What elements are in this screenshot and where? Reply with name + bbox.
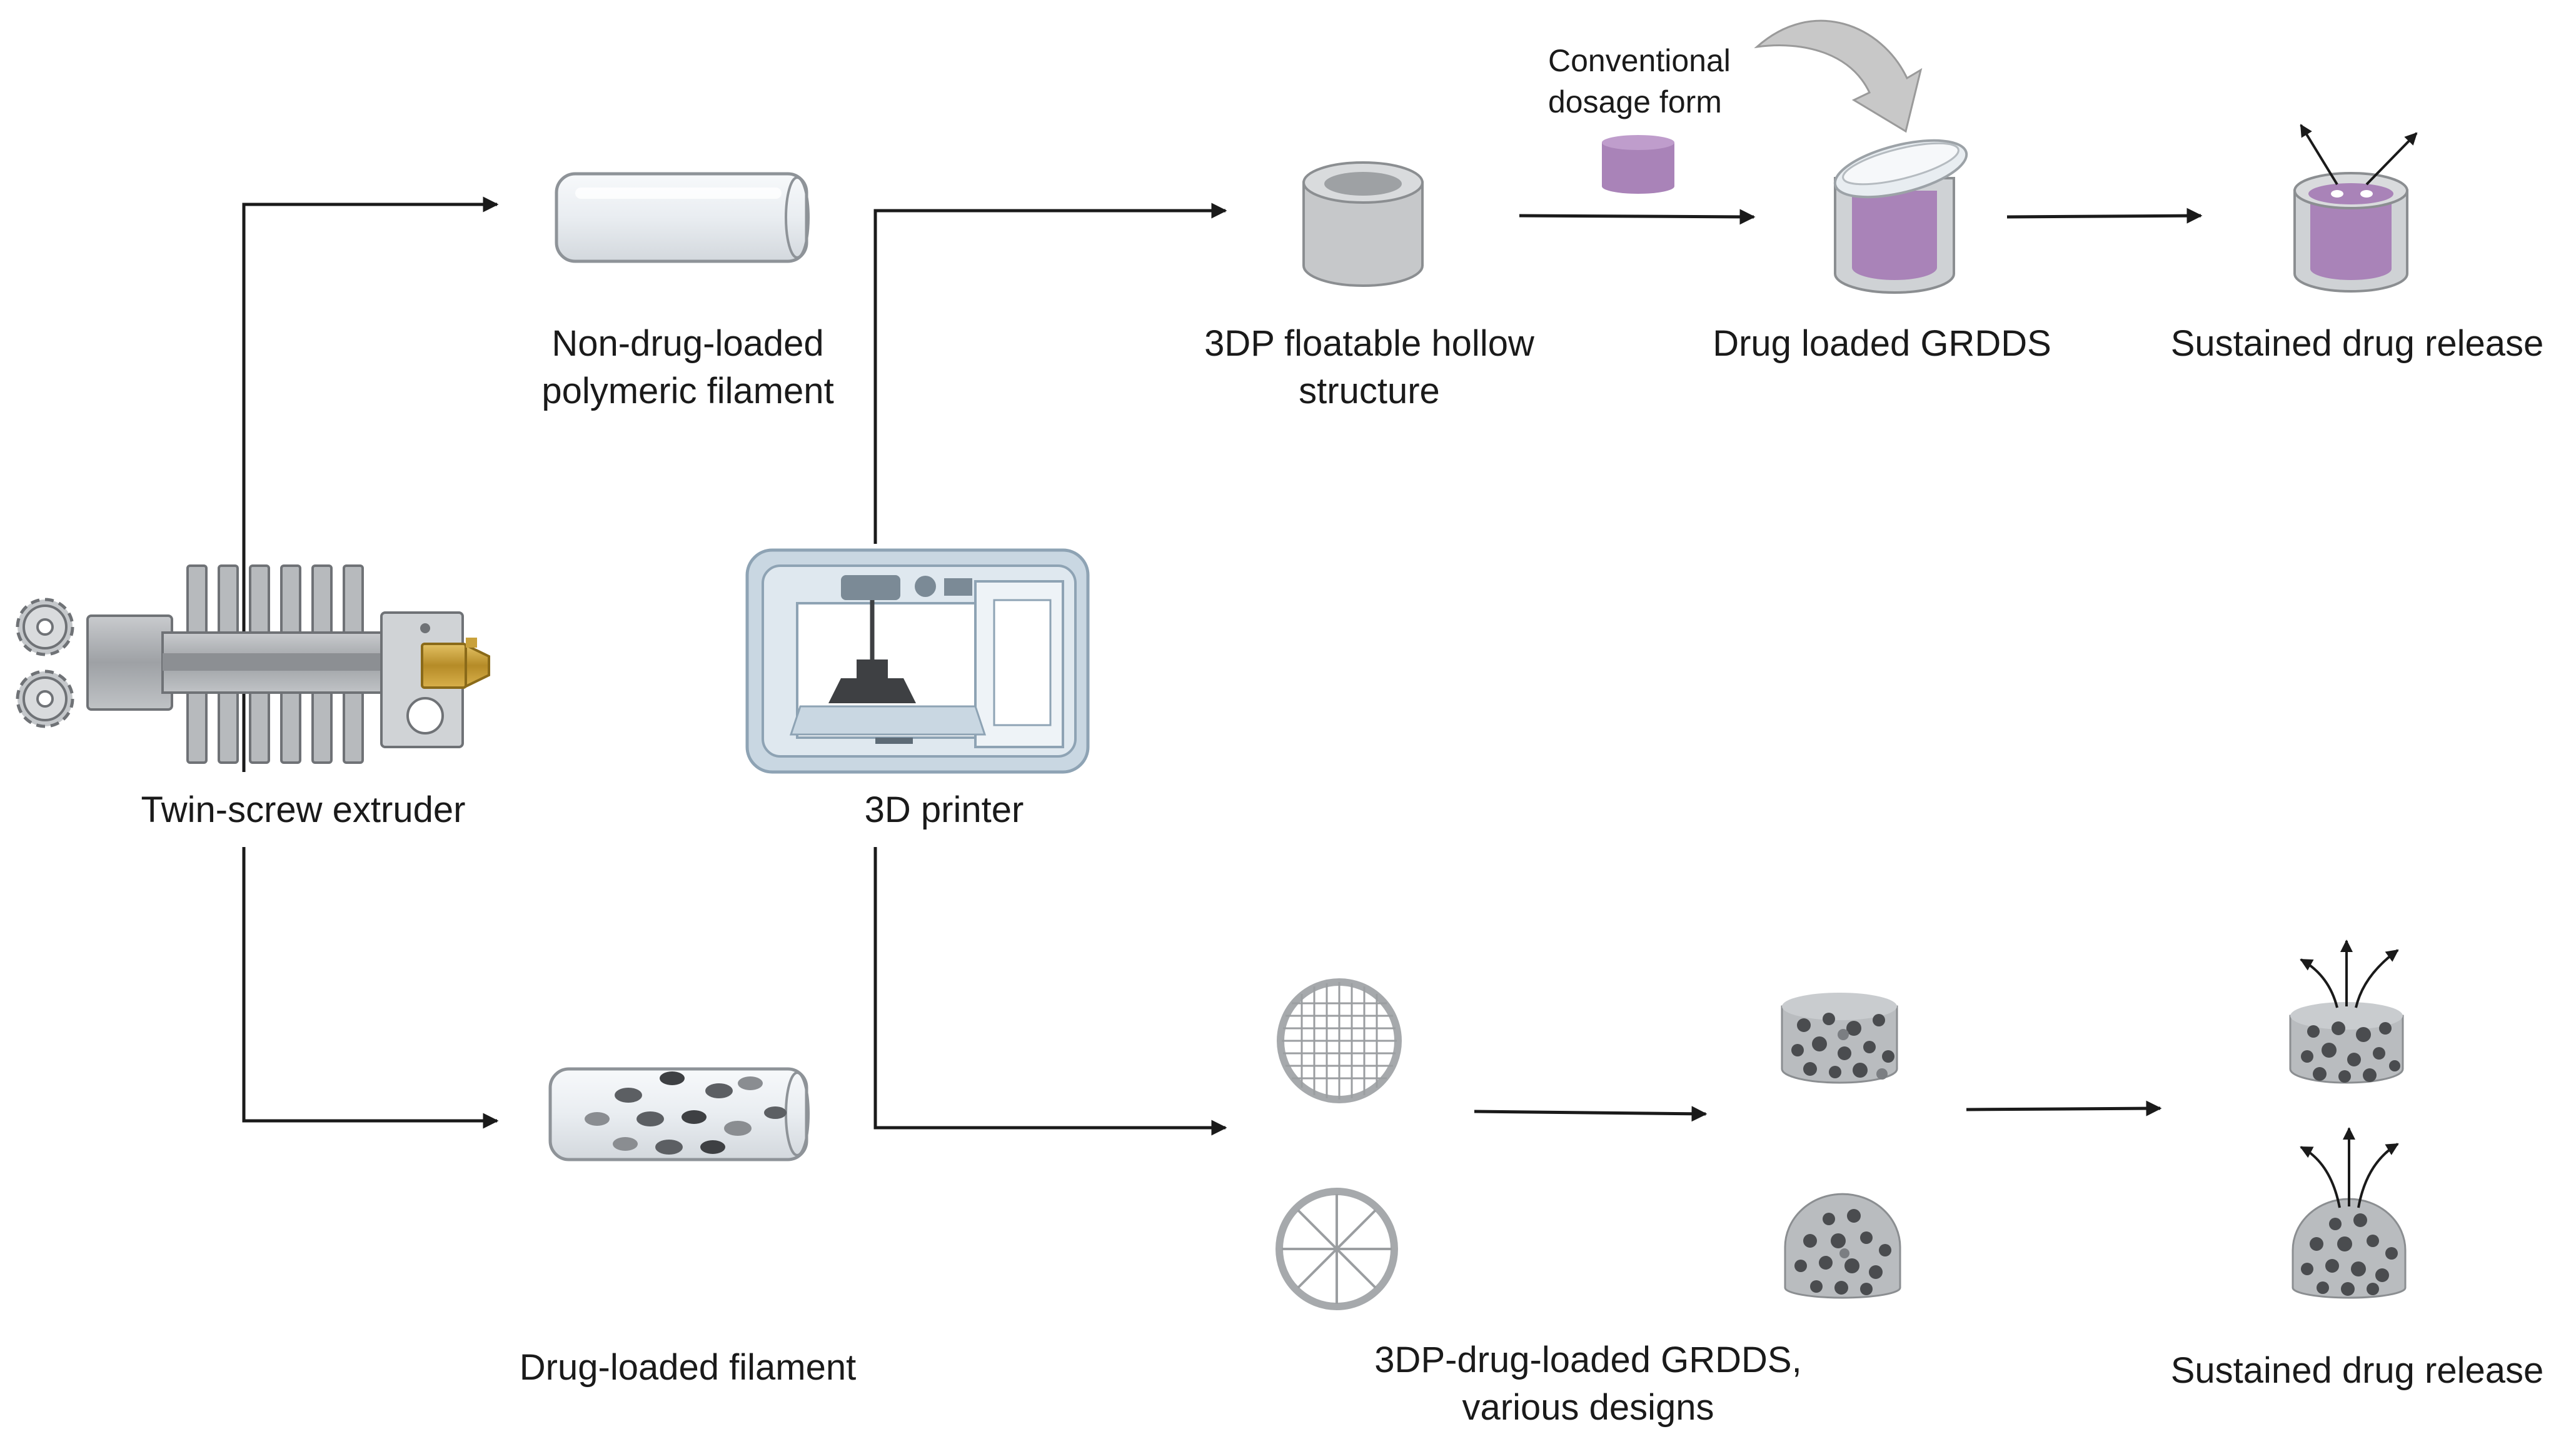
connector-printer-to-grdds-designs (873, 847, 1227, 1136)
arrow-hollow-to-drug-loaded (1519, 209, 1756, 225)
release-arrows-icon (2300, 940, 2399, 1008)
release-arrows-icon (2300, 1127, 2399, 1208)
label-twin-screw-extruder: Twin-screw extruder (141, 790, 466, 830)
drug-filament-tube-icon (548, 1067, 810, 1161)
label-various-designs: 3DP-drug-loaded GRDDS, various designs (1374, 1340, 1802, 1428)
label-conventional-dosage-form: Conventional dosage form (1548, 43, 1731, 119)
tablet-icon (1602, 135, 1674, 194)
gear-icon (16, 669, 74, 728)
label-sustained-release-bottom: Sustained drug release (2170, 1350, 2544, 1391)
porous-cylinder-icon (1781, 993, 1898, 1084)
spoke-disc-icon (1275, 1188, 1398, 1310)
label-drug-loaded-grdds: Drug loaded GRDDS (1713, 323, 2051, 364)
nozzle-icon (421, 638, 490, 689)
label-hollow-structure: 3DP floatable hollow structure (1204, 323, 1534, 411)
twin-screw-extruder (16, 564, 490, 764)
filament-tube-icon (555, 172, 810, 263)
arrow-designs-to-printed (1474, 1106, 1708, 1122)
capsule-with-lid-icon (1833, 139, 1968, 294)
porous-dome-icon (1784, 1193, 1901, 1299)
connector-extruder-to-non-drug-filament (242, 196, 499, 772)
label-drug-loaded-filament: Drug-loaded filament (519, 1347, 857, 1388)
label-sustained-release-top: Sustained drug release (2170, 323, 2544, 364)
connector-printer-to-hollow-structure (873, 203, 1227, 544)
curved-arrow-icon (1754, 19, 1923, 133)
capsule-release-icon (2293, 172, 2408, 293)
hollow-cylinder-icon (1302, 161, 1424, 287)
release-arrows-icon (2300, 124, 2418, 186)
porous-dome-release-icon (2292, 1198, 2407, 1299)
3d-printer-icon (745, 548, 1090, 774)
label-non-drug-filament: Non-drug-loaded polymeric filament (541, 323, 834, 411)
gear-icon (16, 598, 74, 656)
label-3d-printer: 3D printer (864, 790, 1024, 830)
arrow-printed-to-release (1966, 1100, 2162, 1116)
porous-cylinder-release-icon (2289, 1002, 2404, 1084)
arrow-drug-loaded-to-release (2006, 208, 2203, 224)
connector-extruder-to-drug-filament (242, 847, 499, 1129)
grid-disc-icon (1277, 978, 1402, 1103)
extruder-heatsink-icon (86, 564, 464, 764)
